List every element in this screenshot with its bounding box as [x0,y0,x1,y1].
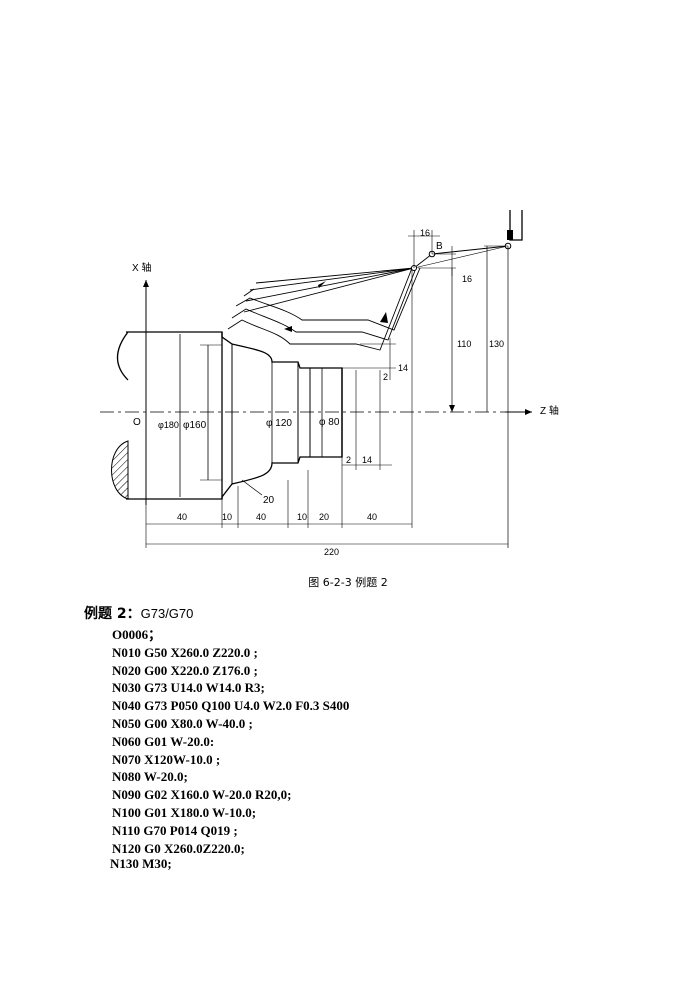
drawing-figure: X 轴 Z 轴 O φ180 φ160 φ 120 φ 80 20 B [100,210,559,557]
program-line: N080 W-20.0; [112,769,188,785]
origin-label: O [133,417,141,428]
dia-160-label: φ160 [183,420,207,431]
program-end-line: N130 M30; [110,856,172,871]
dim-16-right-label: 16 [462,274,472,284]
dim-14-bottom-label: 14 [362,455,372,465]
example-codes: G73/G70 [140,606,194,621]
tool-holder [509,210,523,241]
dim-2-top-label: 2 [383,372,388,382]
program-line: N090 G02 X160.0 W-20.0 R20,0; [112,787,292,803]
len-10-b-label: 10 [297,512,307,522]
len-40-a-label: 40 [177,512,187,522]
chuck-jaw [111,440,129,500]
roughing-pass-3 [235,267,421,331]
part-outline [116,331,343,500]
len-20-label: 20 [319,512,329,522]
program-line: N070 X120W-10.0 ; [112,751,221,767]
program-line: N120 G0 X260.0Z220.0; [112,840,245,856]
dim-110-label: 110 [457,339,471,349]
len-220-label: 220 [324,547,339,557]
roughing-pass-1 [227,267,413,351]
dia-120-label: φ 120 [266,418,292,429]
program-line: N030 G73 U14.0 W14.0 R3; [112,680,265,696]
finish-pass [243,288,255,297]
x-axis-label: X 轴 [132,261,151,274]
example-heading: 例题 2：G73/G70 [84,603,193,623]
z-axis-label: Z 轴 [540,404,559,417]
dim-2-bottom-label: 2 [346,455,351,465]
figure-caption: 图 6-2-3 例题 2 [308,576,388,589]
dim-16-top-label: 16 [420,228,430,238]
dia-180-label: φ180 [158,420,179,430]
program-line: N020 G00 X220.0 Z176.0 ; [112,662,258,678]
lathe-drawing: X 轴 Z 轴 O φ180 φ160 φ 120 φ 80 20 B [100,210,559,557]
program-line: N010 G50 X260.0 Z220.0 ; [112,644,258,660]
len-10-a-label: 10 [222,512,232,522]
radius-20-label: 20 [263,495,275,506]
roughing-pass-2 [231,267,417,341]
point-b-label: B [436,241,443,252]
program-line: N110 G70 P014 Q019 ; [112,822,238,838]
program-line: N040 G73 P050 Q100 U4.0 W2.0 F0.3 S400 [112,698,350,714]
program-line: N060 G01 W-20.0: [112,733,215,749]
example-label: 例题 2： [84,606,141,622]
dim-130-label: 130 [489,339,504,349]
program-line: N100 G01 X180.0 W-10.0; [112,804,257,820]
program-line: N050 G00 X80.0 W-40.0 ; [112,715,253,731]
len-40-c-label: 40 [367,512,377,522]
dia-80-label: φ 80 [319,417,340,428]
program-number: O0006； [112,627,162,642]
dim-14-top-label: 14 [398,363,408,373]
len-40-b-label: 40 [256,512,266,522]
nc-program: O0006； N010 G50 X260.0 Z220.0 ; N020 G00… [112,626,349,857]
